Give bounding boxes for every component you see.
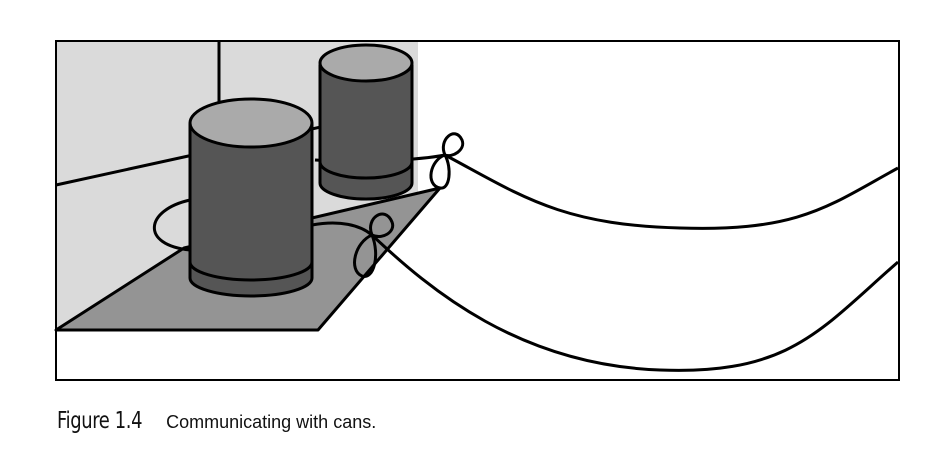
figure-caption: Figure 1.4 Communicating with cans. — [57, 408, 376, 434]
string-loop-front — [152, 198, 191, 252]
illustration — [54, 40, 900, 381]
caption-text: Communicating with cans. — [166, 412, 377, 432]
string-front-right — [311, 221, 373, 237]
string-long-front — [370, 233, 899, 372]
back-can — [318, 43, 414, 201]
figure-label: Figure 1.4 — [57, 408, 143, 434]
front-can — [188, 97, 314, 298]
string-long-back — [444, 153, 899, 230]
frame-border — [55, 40, 900, 381]
